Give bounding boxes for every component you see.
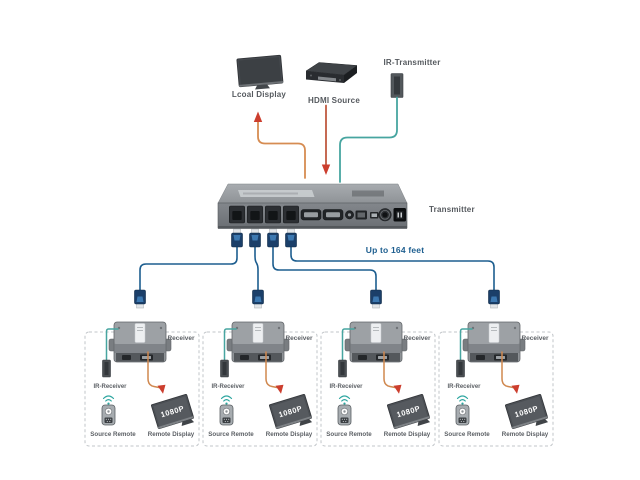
ir-emitter-icon bbox=[390, 73, 404, 98]
transmitter-device-icon bbox=[217, 183, 408, 229]
local-display-label: Lcoal Display bbox=[231, 90, 287, 99]
utp-cables bbox=[139, 246, 495, 290]
media-box-icon bbox=[305, 62, 358, 83]
hdmi-ports bbox=[300, 209, 344, 221]
transmitter-label: Transmitter bbox=[429, 205, 475, 214]
arrow-head-up bbox=[253, 111, 263, 122]
arrow-head-down bbox=[321, 164, 331, 175]
rj45-ports bbox=[229, 205, 299, 224]
cable-length-note: Up to 164 feet bbox=[365, 245, 425, 255]
ir-transmitter-label: IR-Transmitter bbox=[383, 58, 441, 67]
ir-tx-line bbox=[339, 96, 398, 183]
tv-icon bbox=[236, 54, 284, 90]
receiver-zone-borders bbox=[84, 331, 554, 447]
local-out-line bbox=[257, 120, 306, 179]
hdmi-source-label: HDMI Source bbox=[308, 96, 360, 105]
